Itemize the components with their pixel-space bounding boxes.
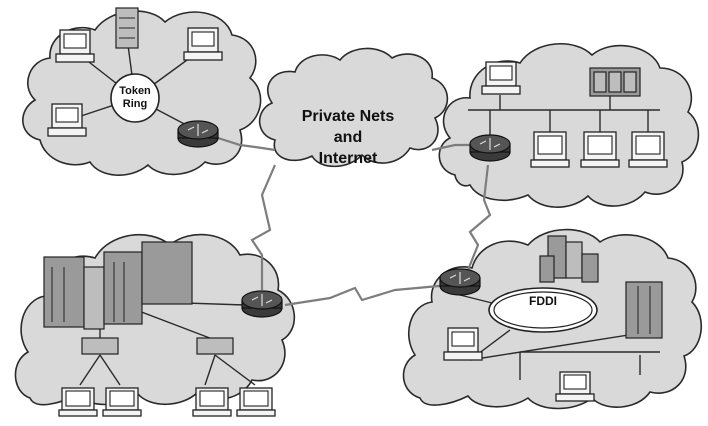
wan-label-line1: Private Nets <box>302 108 395 125</box>
wan-label-line2: and <box>334 129 362 146</box>
token-ring-hub: Token Ring <box>110 73 160 123</box>
cloud-wan <box>258 47 449 168</box>
workstation-icon <box>183 27 223 61</box>
workstation-icon <box>580 131 620 168</box>
workstation-icon <box>481 61 521 95</box>
workstation-icon <box>55 29 95 63</box>
server-icon <box>81 337 119 355</box>
wan-label-line3: Internet <box>319 150 378 167</box>
server-icon <box>196 337 234 355</box>
fddi-label: FDDI <box>529 294 557 308</box>
serial-link-top-left <box>217 136 276 152</box>
server-icon <box>625 281 663 339</box>
workstation-icon <box>192 387 232 417</box>
serial-link-bottom <box>284 283 451 307</box>
ethernet-bus <box>468 95 660 138</box>
workstation-icon <box>47 103 87 137</box>
mainframe-icon <box>43 241 193 330</box>
serial-link-bottom-left <box>250 164 277 290</box>
router-icon <box>439 268 481 296</box>
server-icon <box>115 7 139 49</box>
mainframe-icon <box>539 235 599 283</box>
router-icon <box>177 120 219 148</box>
serial-link-right <box>466 164 492 271</box>
workstation-icon <box>58 387 98 417</box>
workstation-icon <box>443 327 483 361</box>
fddi-ring: FDDI <box>488 287 598 333</box>
server-icon <box>589 67 641 97</box>
workstation-icon <box>530 131 570 168</box>
cloud-ethernet-site <box>438 43 700 208</box>
router-icon <box>469 134 511 162</box>
workstation-icon <box>236 387 276 417</box>
router-icon <box>241 290 283 318</box>
token-ring-label-line2: Ring <box>123 98 147 110</box>
workstation-icon <box>102 387 142 417</box>
token-ring-label-line1: Token <box>119 85 151 97</box>
workstation-icon <box>555 371 595 402</box>
serial-link-top-right <box>431 143 470 152</box>
workstation-icon <box>628 131 668 168</box>
